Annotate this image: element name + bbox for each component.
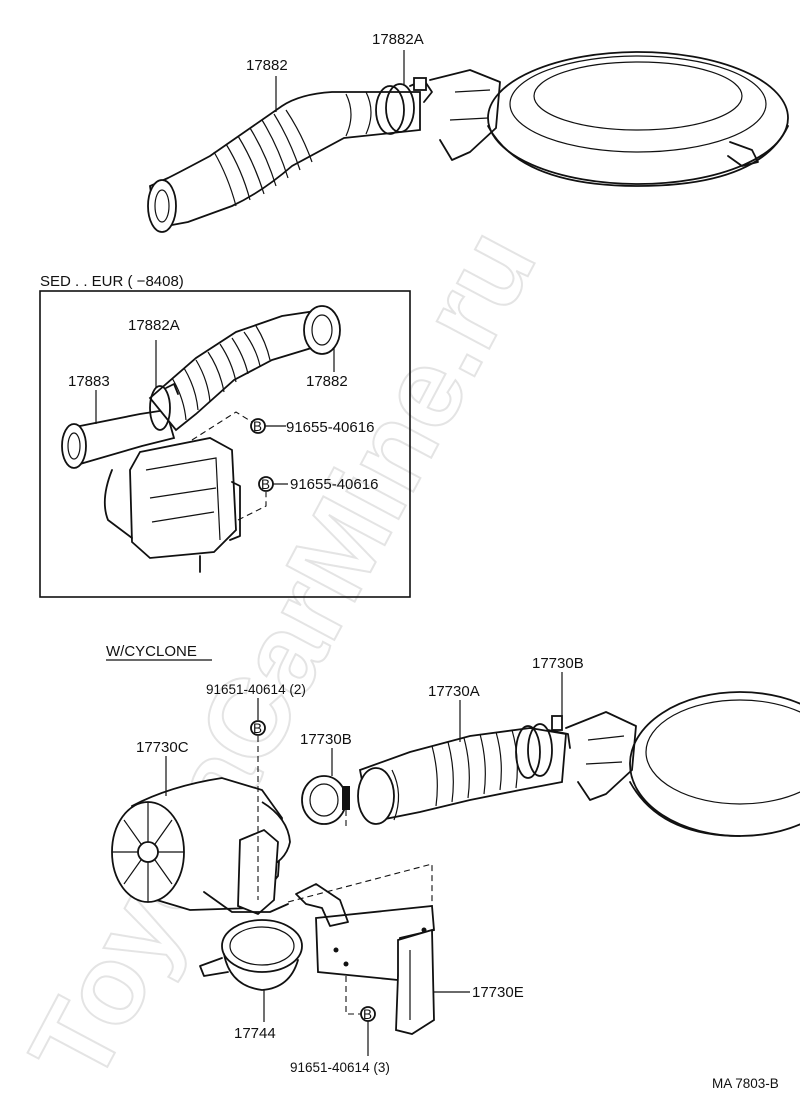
clamp-17730b-left	[301, 775, 350, 825]
svg-text:B: B	[261, 477, 270, 492]
label-17730c: 17730C	[136, 739, 189, 756]
inset-label-17882a: 17882A	[128, 317, 180, 334]
inset-label-bolt-a: 91655-40616	[286, 419, 374, 436]
inset-frame	[39, 290, 411, 598]
air-cleaner-housing-top	[429, 51, 789, 187]
inset-label-17882: 17882	[306, 373, 348, 390]
inset-header: SED . . EUR ( −8408)	[40, 273, 184, 290]
inset-label-bolt-b: 91655-40616	[290, 476, 378, 493]
clamp-17882a-top	[375, 77, 433, 135]
inset-hose-17882	[148, 305, 341, 432]
label-17730e: 17730E	[472, 984, 524, 1001]
inset-clamp-17882a	[149, 383, 179, 431]
label-17744: 17744	[234, 1025, 276, 1042]
hose-17882-top	[147, 91, 421, 233]
label-17730b-left: 17730B	[300, 731, 352, 748]
bracket-17730e	[295, 883, 435, 1035]
clamp-17730b-right	[515, 715, 571, 779]
air-cleaner-housing-bottom	[565, 691, 800, 837]
svg-text:B: B	[253, 721, 262, 736]
inset-panel: SED . . EUR ( −8408)	[39, 273, 411, 598]
label-bolt-bottom: 91651-40614 (3)	[290, 1060, 390, 1075]
inset-box-body	[103, 437, 241, 573]
label-bolt-top: 91651-40614 (2)	[206, 682, 306, 697]
bolt-bottom: B	[360, 1006, 376, 1022]
band-17744	[199, 919, 303, 991]
inset-bolt-b: B	[258, 476, 274, 492]
cyclone-17730c	[111, 777, 291, 916]
label-17730a: 17730A	[428, 683, 480, 700]
label-17882-top: 17882	[246, 57, 288, 74]
svg-text:B: B	[253, 419, 262, 434]
bolt-top: B	[250, 720, 266, 736]
cyclone-header: W/CYCLONE	[106, 643, 197, 660]
inset-bolt-a: B	[250, 418, 266, 434]
figure-code: MA 7803-B	[712, 1076, 779, 1091]
label-17730b-right: 17730B	[532, 655, 584, 672]
cyclone-section: W/CYCLONE	[106, 643, 800, 1075]
hose-17730a	[357, 727, 567, 825]
top-assembly: 17882 17882A	[147, 31, 789, 233]
svg-text:B: B	[363, 1007, 372, 1022]
inset-label-17883: 17883	[68, 373, 110, 390]
label-17882a-top: 17882A	[372, 31, 424, 48]
